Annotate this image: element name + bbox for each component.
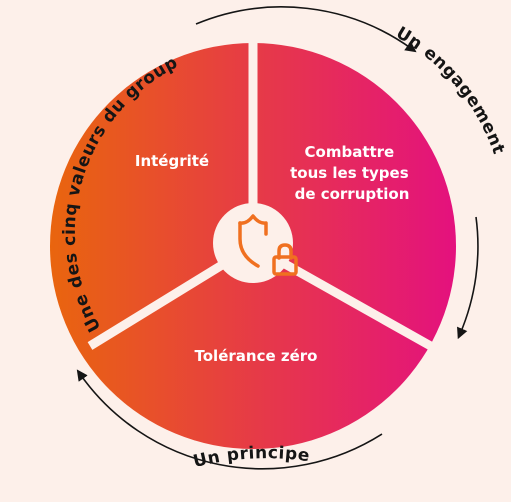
segment-label-integrite: Intégrité xyxy=(135,152,209,170)
segment-label-tolerance-zero: Tolérance zéro xyxy=(195,347,318,365)
segment-label-combattre-line1: Combattre xyxy=(305,143,395,161)
lock-shackle xyxy=(277,243,293,260)
segment-label-combattre-line3: de corruption xyxy=(295,185,410,203)
arc-top xyxy=(195,6,417,53)
segment-label-combattre-line2: tous les types xyxy=(290,164,409,182)
arc-label-bottom: Un principe xyxy=(191,443,311,472)
outer-arcs xyxy=(76,6,479,470)
arc-right xyxy=(457,216,479,340)
shield-lock-icon xyxy=(238,214,298,276)
segment-label-combattre: Combattre tous les types de corruption xyxy=(290,143,414,203)
shield-outline xyxy=(238,214,268,236)
arc-bottom xyxy=(76,369,383,470)
lock-body xyxy=(272,255,298,276)
shield-outline-lower xyxy=(238,221,260,268)
